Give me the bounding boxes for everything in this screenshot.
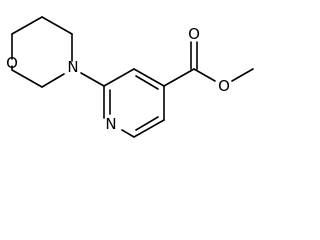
bond-c6-n-pyr	[121, 129, 135, 138]
atom-n-morpholine: N	[67, 58, 78, 76]
bond-n-morph-pyridine	[80, 72, 105, 87]
bond-c5-c6-pyr	[133, 119, 165, 138]
bond-c3-c4-pyr-inner	[135, 75, 159, 90]
bond-c2-c3-pyr	[103, 68, 135, 87]
bond-c3-c4-pyr	[133, 68, 165, 87]
bond-carbonyl-c-o-ester	[193, 68, 216, 82]
bond-c4-c5	[11, 69, 43, 88]
atom-o-carbonyl: O	[188, 25, 200, 43]
bond-c2-c3	[41, 16, 73, 35]
bond-c5-c6-pyr-inner	[135, 116, 159, 131]
atom-o-morpholine: O	[6, 54, 18, 72]
molecule-structure-diagram: O N N O O	[6, 16, 254, 138]
morpholine-ring	[11, 16, 73, 88]
bond-c4-carbonyl-c	[163, 68, 195, 87]
bond-c1-c2	[11, 16, 43, 35]
pyridine-ring	[103, 68, 165, 138]
bond-n-morph-c4	[41, 73, 65, 88]
methyl-ester-group	[163, 41, 254, 87]
bond-o-ester-methyl	[231, 68, 254, 82]
atom-o-ester: O	[218, 77, 230, 95]
atom-n-pyridine: N	[105, 115, 116, 133]
